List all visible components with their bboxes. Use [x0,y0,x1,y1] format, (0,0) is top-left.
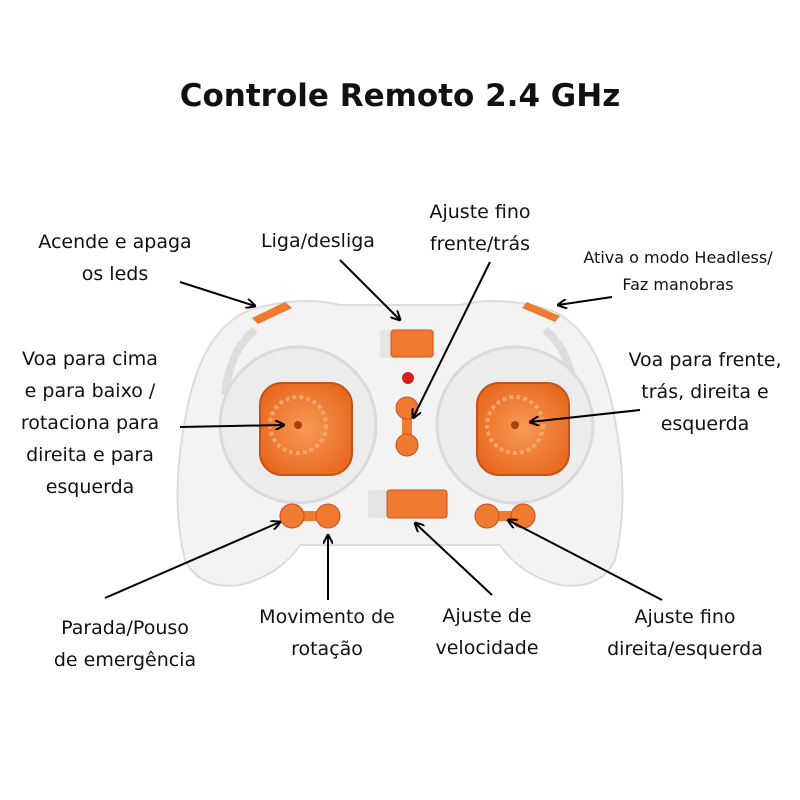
arrow-speed [415,523,493,596]
arrow-headless [558,296,613,305]
trim-front-back-button [395,396,419,457]
arrow-left-stick [179,425,284,427]
arrow-emergency [104,522,280,599]
arrow-right-stick [530,409,641,422]
left-shoulder-button [252,302,292,324]
power-switch [380,329,435,358]
emergency-rotation-buttons [279,503,341,529]
led-indicator [402,372,414,384]
arrow-trim-lr [508,520,663,601]
diagram-title: Controle Remoto 2.4 GHz [179,78,621,114]
trim-left-right-button [474,503,536,529]
right-shoulder-button [522,302,560,322]
speed-switch [368,489,448,519]
pointer-arrows [104,259,663,601]
arrow-trim-fb [413,261,491,418]
label-headless: Ativa o modo Headless/Faz manobras [583,248,773,294]
arrow-power [339,259,400,320]
right-joystick [476,382,570,476]
label-power: Liga/desliga [261,230,375,252]
arrow-leds [179,281,255,306]
left-joystick [259,382,353,476]
